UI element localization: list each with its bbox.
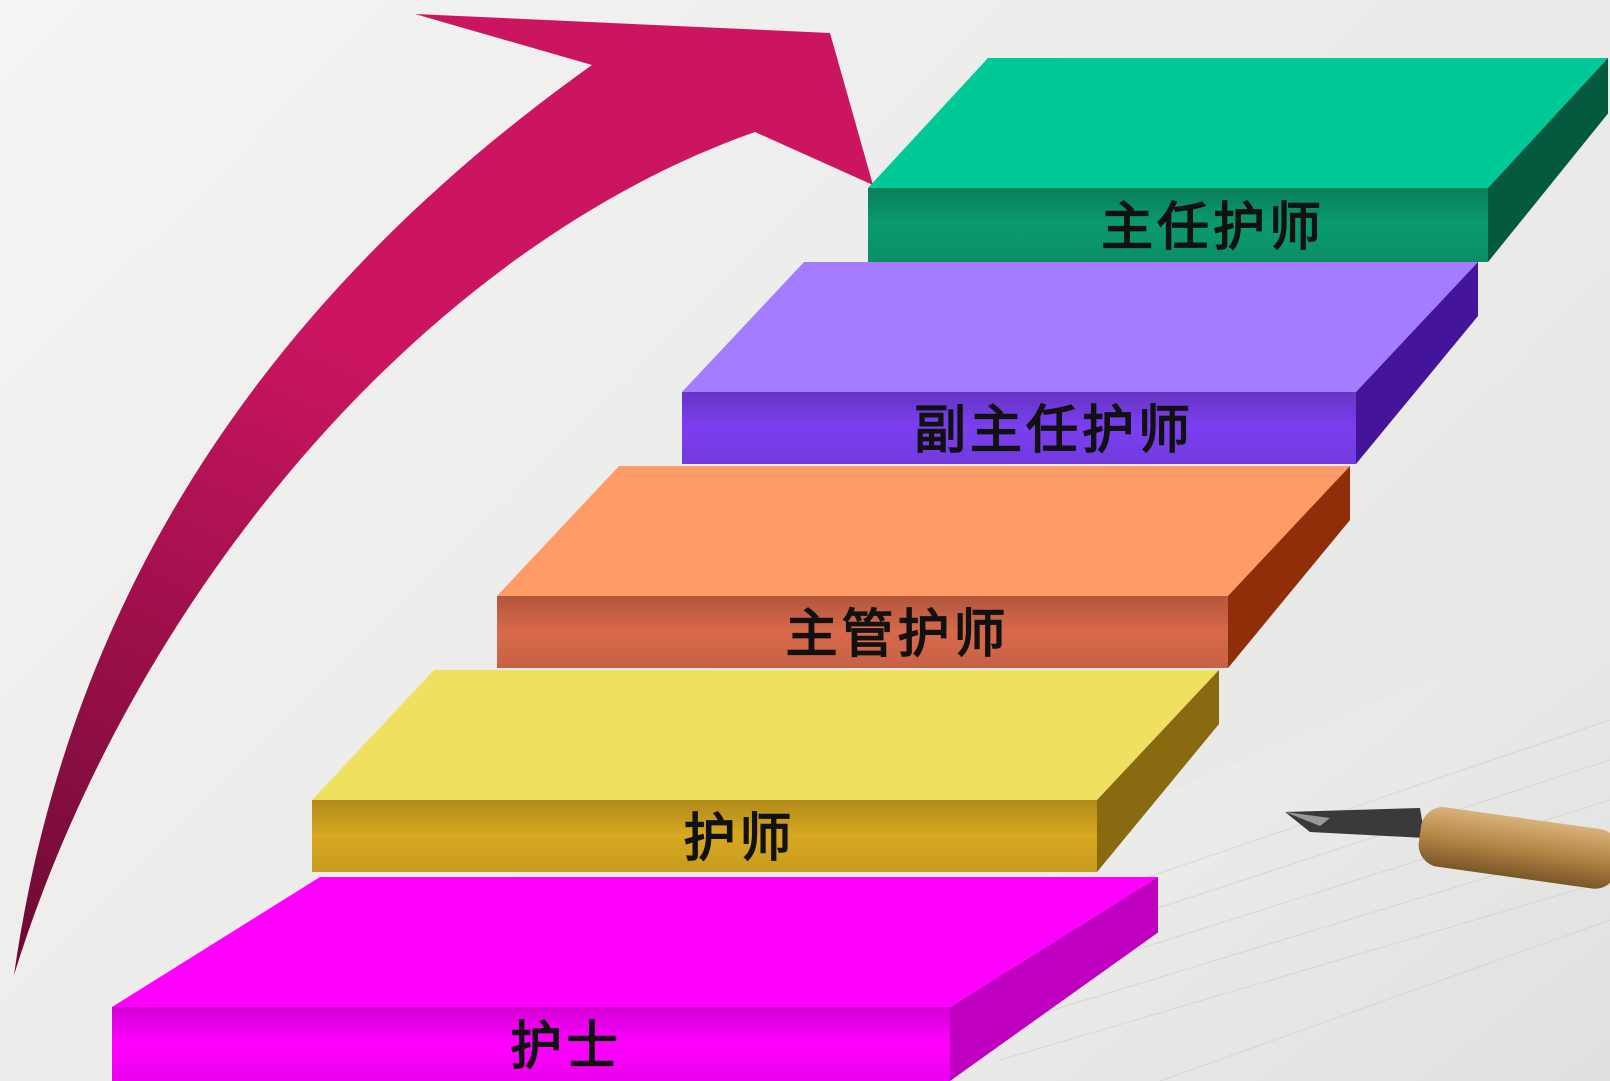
step-label: 护士	[510, 1016, 622, 1077]
step-label: 护师	[683, 808, 795, 869]
step-supervisor-nurse: 主管护师	[497, 466, 1350, 668]
step-top-face	[497, 466, 1350, 596]
step-front-shade	[312, 800, 1097, 872]
step-side-face	[1097, 670, 1219, 872]
steps-layer: 护士 护师 主管护师 副主任护师 主任护师	[112, 58, 1608, 1081]
pen-icon	[1285, 807, 1610, 889]
step-side-face	[1488, 58, 1608, 262]
step-front-shade	[868, 188, 1488, 262]
step-side-face	[1228, 466, 1350, 668]
step-nurse: 护士	[112, 877, 1158, 1081]
step-chief-nurse: 主任护师	[868, 58, 1608, 262]
step-top-face	[112, 877, 1158, 1007]
step-side-face	[1356, 262, 1478, 464]
step-front-shade	[112, 1007, 950, 1081]
step-front-shade	[682, 392, 1356, 464]
step-associate-chief-nurse: 副主任护师	[682, 262, 1478, 464]
step-label: 主管护师	[785, 604, 1009, 665]
step-senior-nurse: 护师	[312, 670, 1219, 872]
growth-arrow	[14, 14, 873, 975]
step-top-face	[868, 58, 1608, 188]
step-top-face	[312, 670, 1219, 800]
step-label: 主任护师	[1101, 197, 1325, 258]
step-side-face	[950, 877, 1158, 1081]
step-label: 副主任护师	[914, 400, 1194, 461]
step-top-face	[682, 262, 1478, 392]
step-front-shade	[497, 596, 1228, 668]
